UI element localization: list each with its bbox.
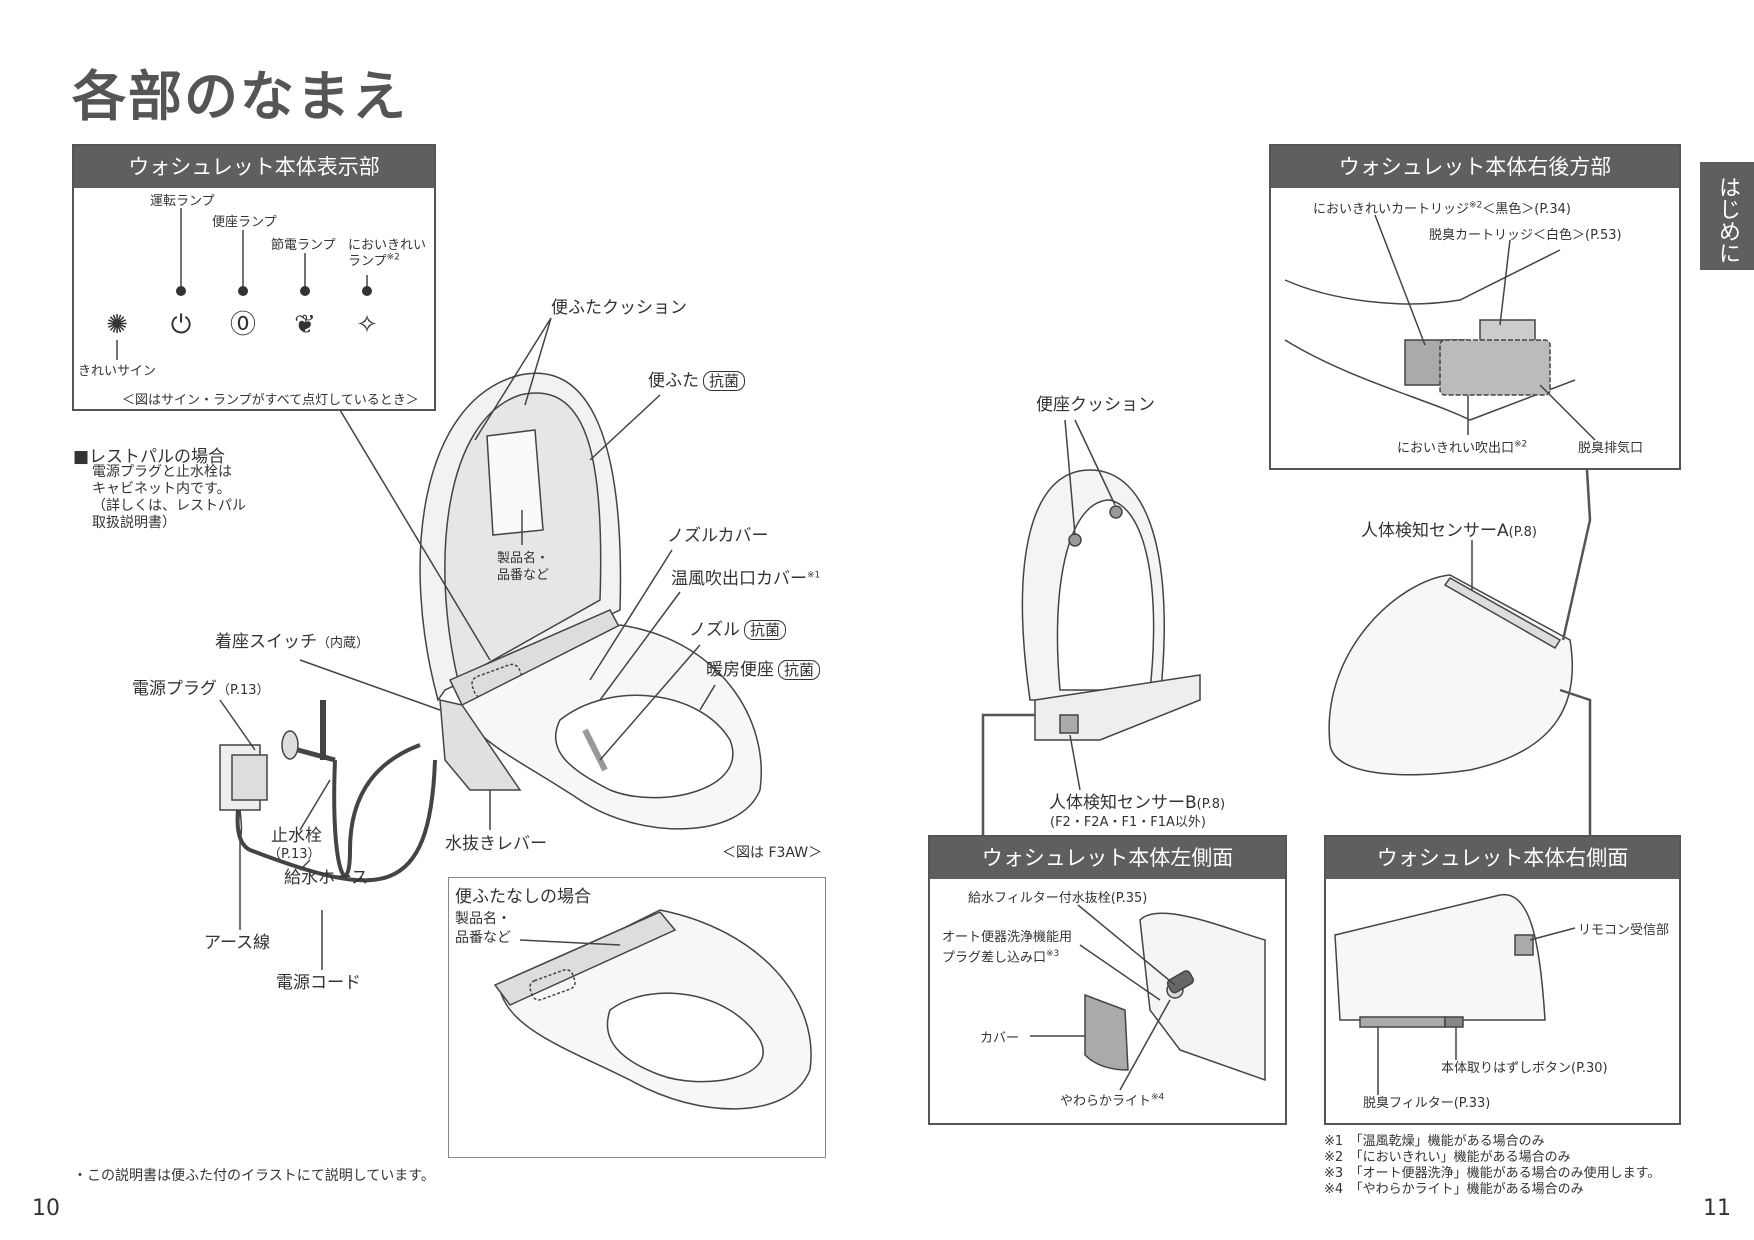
left-side-box: ウォシュレット本体左側面 bbox=[928, 835, 1287, 1125]
label-soft-light: やわらかライト※4 bbox=[1060, 1092, 1165, 1109]
display-panel-box: ウォシュレット本体表示部 bbox=[72, 144, 436, 411]
figure-model-note: ＜図は F3AW＞ bbox=[722, 845, 823, 861]
lamp-label-seat: 便座ランプ bbox=[212, 215, 277, 230]
footnotes: ※1 「温風乾燥」機能がある場合のみ ※2 「においきれい」機能がある場合のみ … bbox=[1324, 1134, 1660, 1198]
label-cartridge-black: においきれいカートリッジ※2＜黒色＞(P.34) bbox=[1313, 200, 1571, 217]
sign-label: きれいサイン bbox=[78, 364, 157, 379]
footnote: ※2 「においきれい」機能がある場合のみ bbox=[1324, 1150, 1571, 1165]
label-cover: カバー bbox=[980, 1031, 1020, 1046]
label-sensor-b: 人体検知センサーB(P.8) bbox=[1049, 793, 1226, 813]
no-lid-heading: 便ふたなしの場合 bbox=[455, 887, 591, 907]
sparkle-icon: ✧ bbox=[356, 310, 378, 340]
page-title: 各部のなまえ bbox=[72, 65, 408, 128]
label-earth-wire: アース線 bbox=[204, 933, 271, 953]
restpal-heading: ■レストパルの場合 bbox=[73, 447, 226, 467]
footnote: ※3 「オート便器洗浄」機能がある場合のみ使用します。 bbox=[1324, 1166, 1661, 1181]
label-product-info: 製品名・品番など bbox=[497, 551, 550, 583]
label-drain-plug: 給水フィルター付水抜栓(P.35) bbox=[968, 891, 1148, 906]
restpal-line: キャビネット内です。 bbox=[92, 481, 231, 497]
restpal-line: （詳しくは、レストパル bbox=[92, 498, 246, 514]
label-heated-seat: 暖房便座抗菌 bbox=[706, 655, 821, 680]
lamp-label-operation: 運転ランプ bbox=[150, 194, 215, 209]
no-lid-product-info: 製品名・品番など bbox=[455, 911, 511, 946]
label-exhaust: 脱臭排気口 bbox=[1578, 441, 1644, 456]
label-stop-valve: 止水栓 bbox=[271, 826, 322, 846]
bottom-note: ・この説明書は便ふた付のイラストにて説明しています。 bbox=[73, 1168, 435, 1184]
label-warm-air-cover: 温風吹出口カバー※1 bbox=[671, 569, 821, 589]
box-header: ウォシュレット本体左側面 bbox=[930, 837, 1285, 879]
page-number-right: 11 bbox=[1703, 1196, 1731, 1221]
box-header: ウォシュレット本体表示部 bbox=[74, 146, 434, 188]
label-sensor-b-note: (F2・F2A・F1・F1A以外) bbox=[1050, 815, 1206, 830]
right-side-box: ウォシュレット本体右側面 bbox=[1324, 835, 1681, 1125]
label-deodor-filter: 脱臭フィルター(P.33) bbox=[1363, 1096, 1491, 1111]
no-lid-box bbox=[448, 877, 826, 1158]
label-lid-cushion: 便ふたクッション bbox=[551, 298, 687, 318]
page-number-left: 10 bbox=[32, 1196, 60, 1221]
section-tab[interactable]: はじめに bbox=[1700, 162, 1754, 270]
label-sensor-a: 人体検知センサーA(P.8) bbox=[1361, 521, 1538, 541]
label-power-cord: 電源コード bbox=[276, 973, 361, 993]
antibac-badge: 抗菌 bbox=[703, 371, 746, 391]
label-seat-switch: 着座スイッチ（内蔵） bbox=[215, 632, 370, 652]
seat-icon: ⓪ bbox=[229, 310, 256, 340]
label-cartridge-white: 脱臭カートリッジ＜白色＞(P.53) bbox=[1429, 228, 1622, 243]
panel-caption: ＜図はサイン・ランプがすべて点灯しているとき＞ bbox=[122, 393, 419, 408]
label-odor-outlet: においきれい吹出口※2 bbox=[1397, 439, 1528, 456]
power-icon: ⏻ bbox=[170, 310, 192, 340]
footnote: ※4 「やわらかライト」機能がある場合のみ bbox=[1324, 1182, 1584, 1197]
label-power-plug: 電源プラグ（P.13） bbox=[132, 679, 270, 699]
lamp-label-odor-2: ランプ※2 bbox=[348, 252, 400, 269]
shine-icon: ✺ bbox=[106, 310, 128, 340]
box-header: ウォシュレット本体右後方部 bbox=[1271, 146, 1679, 188]
restpal-text: 電源プラグと止水栓は キャビネット内です。 （詳しくは、レストパル 取扱説明書） bbox=[92, 464, 246, 532]
label-drain-lever: 水抜きレバー bbox=[445, 834, 547, 854]
right-rear-box: ウォシュレット本体右後方部 bbox=[1269, 144, 1681, 470]
label-lid: 便ふた抗菌 bbox=[648, 366, 746, 391]
antibac-badge: 抗菌 bbox=[744, 620, 787, 640]
box-header: ウォシュレット本体右側面 bbox=[1326, 837, 1679, 879]
restpal-line: 電源プラグと止水栓は bbox=[92, 464, 232, 480]
label-seat-cushion: 便座クッション bbox=[1036, 395, 1155, 415]
antibac-badge: 抗菌 bbox=[778, 660, 821, 680]
label-nozzle: ノズル抗菌 bbox=[689, 615, 787, 640]
restpal-line: 取扱説明書） bbox=[92, 515, 176, 531]
label-release-button: 本体取りはずしボタン(P.30) bbox=[1441, 1061, 1608, 1076]
leaf-icon: ❦ bbox=[294, 310, 316, 340]
label-supply-hose: 給水ホース bbox=[284, 868, 369, 888]
label-stop-valve-ref: （P.13） bbox=[268, 847, 321, 862]
label-remote-receiver: リモコン受信部 bbox=[1578, 923, 1670, 938]
footnote: ※1 「温風乾燥」機能がある場合のみ bbox=[1324, 1134, 1545, 1149]
label-auto-flush-port: オート便器洗浄機能用プラグ差し込み口※3 bbox=[942, 930, 1073, 966]
lamp-label-eco: 節電ランプ bbox=[271, 238, 336, 253]
lamp-label-odor: においきれい bbox=[348, 238, 427, 253]
label-nozzle-cover: ノズルカバー bbox=[667, 526, 769, 546]
